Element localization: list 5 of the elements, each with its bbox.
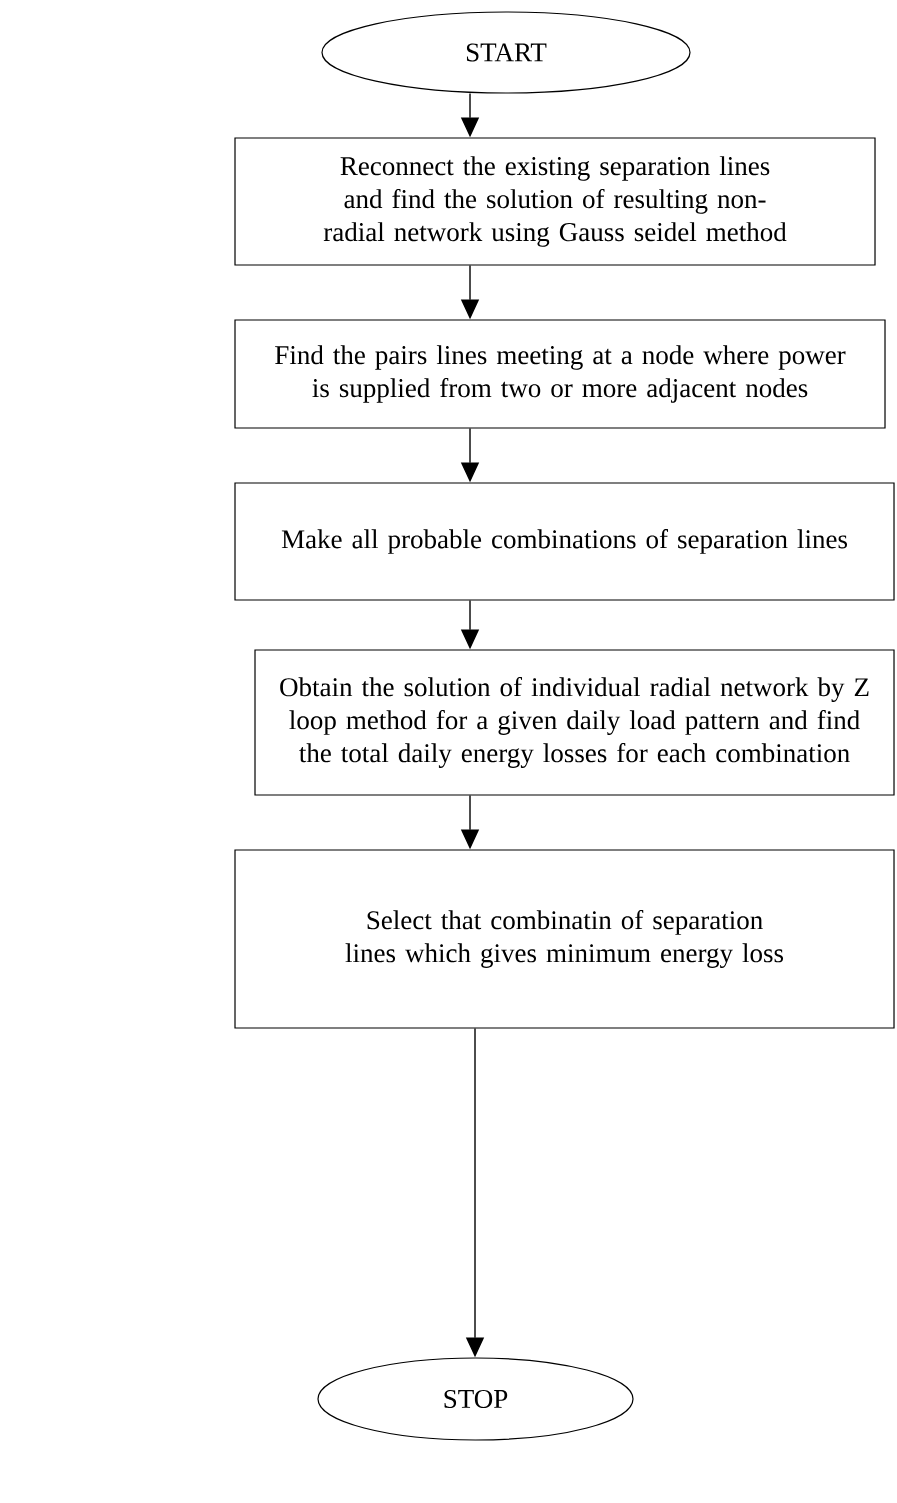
process-box: Find the pairs lines meeting at a node where power is supplied from two or more adjacent nodes	[234, 319, 886, 429]
process-box: Select that combinatin of separation lines which gives minimum energy loss	[234, 849, 895, 1029]
process-box: Make all probable combinations of separation lines	[234, 482, 895, 601]
process-box: Reconnect the existing separation lines and find the solution of resulting non-radial network using Gauss seidel method	[234, 137, 876, 266]
process-box: Obtain the solution of individual radial network by Z loop method for a given daily load pattern and find the total daily energy losses for each combination	[254, 649, 895, 796]
